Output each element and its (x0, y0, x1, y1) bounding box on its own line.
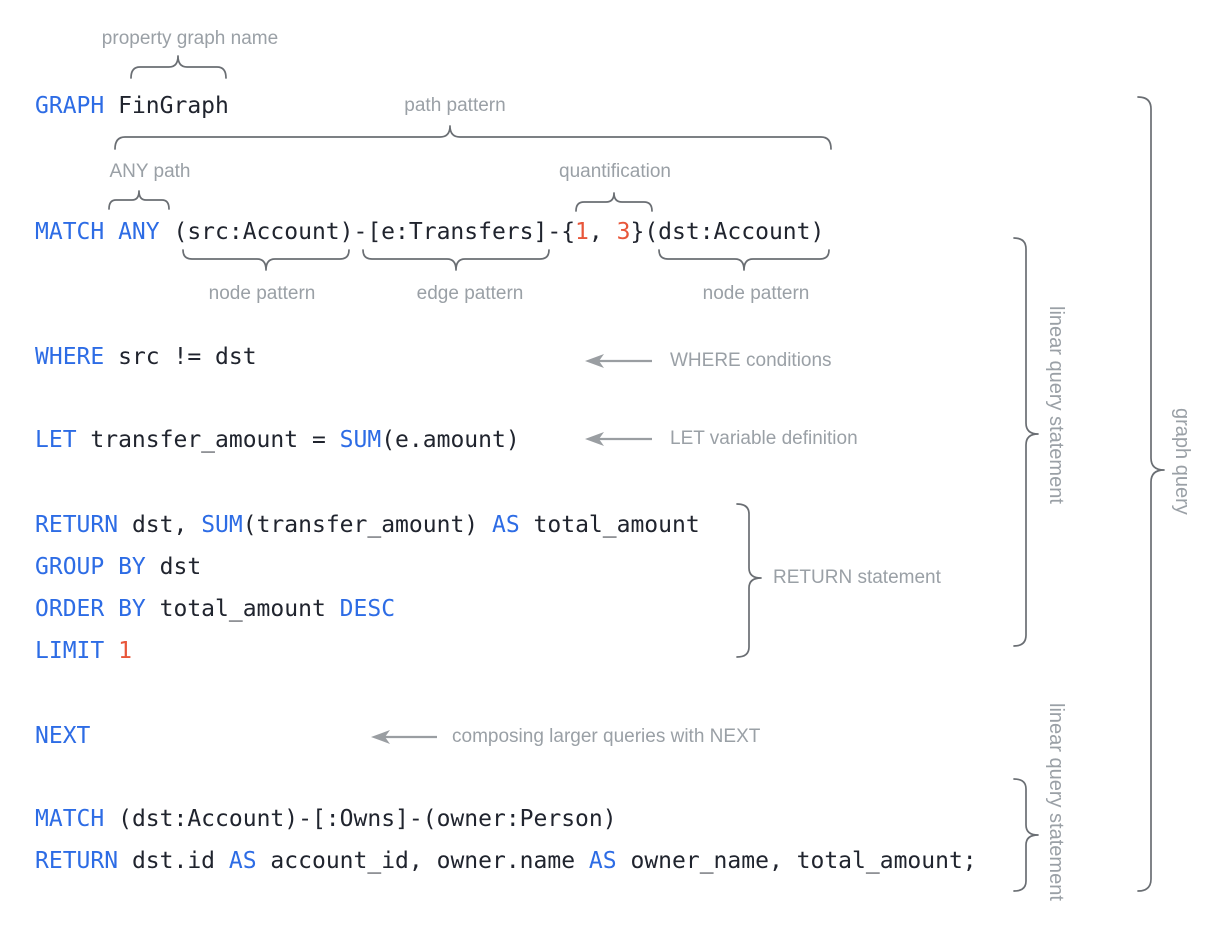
code-token-kw: RETURN (35, 512, 119, 538)
code-token-kw: SUM (201, 512, 243, 538)
edge-pattern-brace-icon (362, 249, 550, 271)
let-variable-arrow-icon (585, 432, 652, 446)
path-pattern-label: path pattern (404, 95, 506, 116)
code-token-kw: RETURN (35, 848, 119, 874)
quantification-label: quantification (559, 161, 671, 182)
code-token-pl: (e.amount) (381, 427, 520, 453)
code-line-limit: LIMIT 1 (35, 640, 132, 663)
code-token-num: 1 (118, 638, 132, 664)
return-statement-brace-icon (736, 503, 762, 658)
code-token-pl: total_amount (519, 512, 700, 538)
code-token-pl: owner_name, total_amount; (616, 848, 977, 874)
code-token-pl: (src:Account)-[e:Transfers]-{ (159, 219, 576, 245)
code-line-group-by: GROUP BY dst (35, 556, 201, 579)
return-statement-label: RETURN statement (773, 567, 941, 588)
code-token-kw: MATCH ANY (35, 219, 160, 245)
code-token-pl: , (588, 219, 617, 245)
code-token-pl (104, 638, 118, 664)
next-arrow-icon (371, 730, 437, 744)
code-token-pl: FinGraph (104, 93, 229, 119)
code-token-kw: AS (588, 848, 617, 874)
code-line-order-by: ORDER BY total_amount DESC (35, 598, 395, 621)
code-token-pl: (transfer_amount) (242, 512, 492, 538)
code-token-kw: GROUP BY (35, 554, 146, 580)
node-pattern-right-brace-icon (658, 249, 830, 271)
code-token-pl: dst, (118, 512, 202, 538)
code-token-kw: WHERE (35, 344, 105, 370)
code-line-let: LET transfer_amount = SUM(e.amount) (35, 429, 520, 452)
path-pattern-brace-icon (114, 125, 832, 150)
code-token-pl: dst.id (118, 848, 229, 874)
code-token-pl: account_id, owner.name (256, 848, 589, 874)
code-token-kw: SUM (339, 427, 382, 453)
where-conditions-arrow-icon (585, 354, 652, 368)
code-token-kw: MATCH (35, 806, 105, 832)
code-token-kw: LET (35, 427, 77, 453)
code-token-kw: AS (228, 848, 257, 874)
code-line-match-1: MATCH ANY (src:Account)-[e:Transfers]-{1… (35, 221, 824, 244)
code-line-return-2: RETURN dst.id AS account_id, owner.name … (35, 850, 977, 873)
property-graph-name-brace-icon (130, 55, 227, 79)
code-token-num: 3 (616, 219, 631, 245)
code-line-match-2: MATCH (dst:Account)-[:Owns]-(owner:Perso… (35, 808, 617, 831)
code-token-pl: total_amount (145, 596, 340, 622)
code-token-kw: LIMIT (35, 638, 105, 664)
code-token-kw: GRAPH (35, 93, 105, 119)
edge-pattern-label: edge pattern (416, 283, 524, 304)
any-path-brace-icon (108, 190, 170, 210)
code-token-pl: (dst:Account)-[:Owns]-(owner:Person) (104, 806, 617, 832)
graph-query-brace-icon (1137, 96, 1165, 892)
where-conditions-label: WHERE conditions (670, 350, 832, 371)
code-token-pl: src != dst (104, 344, 257, 370)
code-token-kw: NEXT (35, 723, 91, 749)
code-line-graph: GRAPH FinGraph (35, 95, 229, 118)
code-line-return-1: RETURN dst, SUM(transfer_amount) AS tota… (35, 514, 700, 537)
code-line-next: NEXT (35, 725, 90, 748)
code-token-kw: ORDER BY (35, 596, 146, 622)
code-token-kw: DESC (339, 596, 396, 622)
node-pattern-left-label: node pattern (208, 283, 316, 304)
code-token-pl: transfer_amount = (76, 427, 340, 453)
linear-query-statement-bottom-label: linear query statement (1045, 703, 1067, 901)
node-pattern-right-label: node pattern (702, 283, 810, 304)
any-path-label: ANY path (109, 161, 191, 182)
property-graph-name-label: property graph name (101, 28, 279, 49)
let-variable-definition-label: LET variable definition (670, 428, 858, 449)
composing-next-label: composing larger queries with NEXT (452, 726, 761, 747)
linear-query-statement-top-label: linear query statement (1045, 306, 1067, 504)
code-token-pl: }(dst:Account) (630, 219, 825, 245)
code-token-num: 1 (575, 219, 589, 245)
graph-query-label: graph query (1171, 408, 1193, 515)
quantification-brace-icon (575, 192, 653, 212)
node-pattern-left-brace-icon (182, 249, 350, 271)
code-token-pl: dst (145, 554, 202, 580)
code-token-kw: AS (491, 512, 520, 538)
linear-query-statement-bottom-brace-icon (1013, 778, 1039, 892)
linear-query-statement-top-brace-icon (1013, 237, 1039, 647)
code-line-where: WHERE src != dst (35, 346, 257, 369)
